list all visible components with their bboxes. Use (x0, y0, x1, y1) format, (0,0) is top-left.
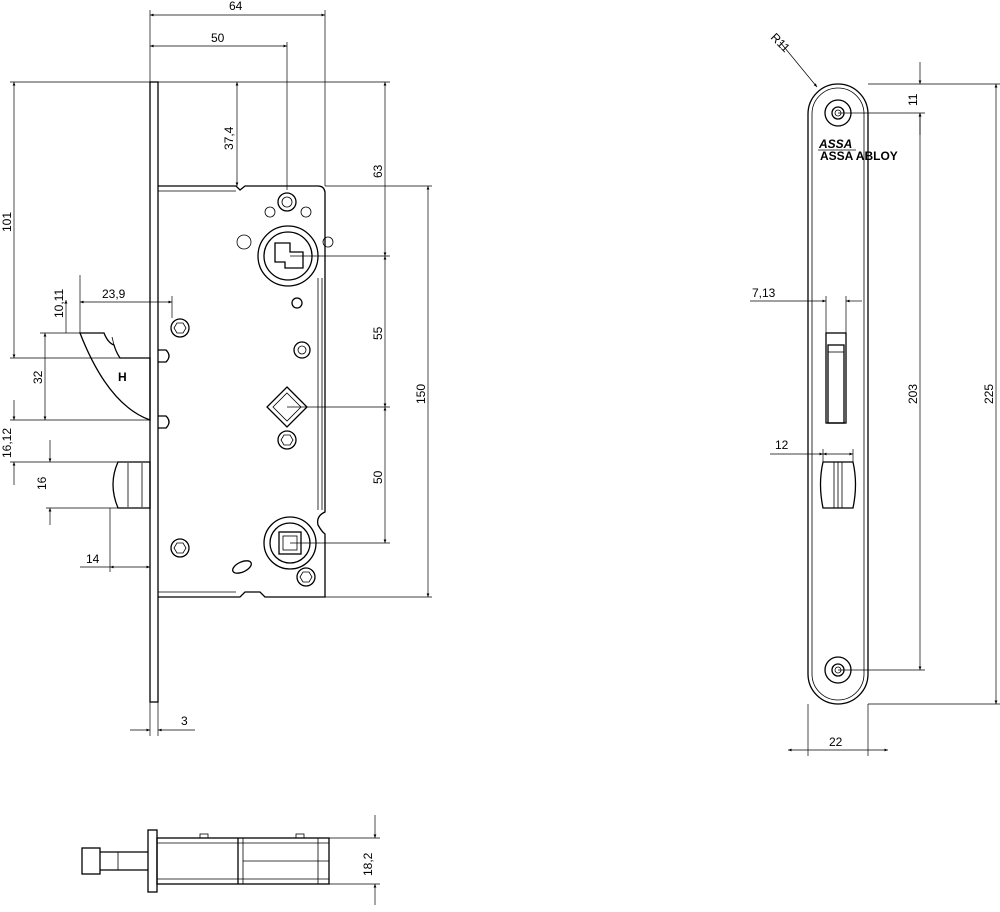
bottom-screw-icon (296, 567, 316, 587)
lock-case-view: H (79, 81, 334, 703)
latch-bolt (79, 332, 151, 421)
latch-letter: H (118, 370, 127, 384)
dimensions-left: 64 50 37,4 101 63 55 50 150 10,11 (0, 0, 432, 736)
bottom-forend (147, 829, 158, 893)
dim-101: 101 (0, 212, 14, 232)
dim-14: 14 (86, 552, 100, 566)
dim-50-lower: 50 (371, 470, 385, 484)
dim-12: 12 (775, 438, 789, 452)
dim-23-9: 23,9 (102, 287, 126, 301)
dim-3: 3 (181, 714, 188, 728)
top-screw-icon (264, 192, 312, 218)
forend-screw-bottom-icon (170, 538, 190, 558)
dim-55: 55 (371, 326, 385, 340)
dim-18-2: 18,2 (361, 852, 375, 876)
brand-subtext: ASSA ABLOY (820, 149, 898, 163)
dim-37-4: 37,4 (222, 126, 236, 150)
lock-case-outline (158, 185, 326, 598)
forend-screw-top-icon (170, 318, 190, 338)
dimensions-right: R11 11 203 225 7,13 12 22 (750, 30, 1000, 756)
forend-front-view: ASSA ASSA ABLOY (807, 83, 898, 705)
hex-screw-icon (277, 430, 297, 450)
dim-16: 16 (35, 476, 49, 490)
trigger-pin-bottom (158, 415, 170, 429)
dim-32: 32 (31, 370, 45, 384)
forend-plate (149, 81, 159, 703)
forend-outline (807, 83, 869, 705)
square-spindle-icon (266, 386, 308, 428)
rivet-icon (293, 341, 311, 359)
dim-16-12: 16,12 (0, 428, 14, 458)
dim-225: 225 (982, 384, 996, 404)
dim-50-top: 50 (211, 31, 225, 45)
brand-logo: ASSA ASSA ABLOY (818, 137, 898, 163)
dead-bolt (112, 461, 151, 509)
brand-text: ASSA (818, 137, 852, 151)
pin-icon (291, 297, 303, 309)
dim-r11: R11 (768, 30, 793, 55)
dim-10-11: 10,11 (52, 289, 66, 318)
dim-11: 11 (906, 93, 920, 106)
dim-7-13: 7,13 (752, 286, 776, 300)
dim-63: 63 (371, 164, 385, 178)
bottom-spindle (81, 847, 101, 875)
slot-icon (232, 560, 252, 574)
dim-64: 64 (229, 0, 243, 13)
dim-22: 22 (829, 735, 843, 749)
lock-bottom-view: 18,2 (81, 815, 380, 905)
dim-150: 150 (414, 384, 428, 404)
dim-203: 203 (906, 384, 920, 404)
deadbolt-slot-icon (819, 461, 857, 509)
latch-slot-icon (825, 332, 847, 424)
trigger-pin-top (158, 349, 170, 363)
